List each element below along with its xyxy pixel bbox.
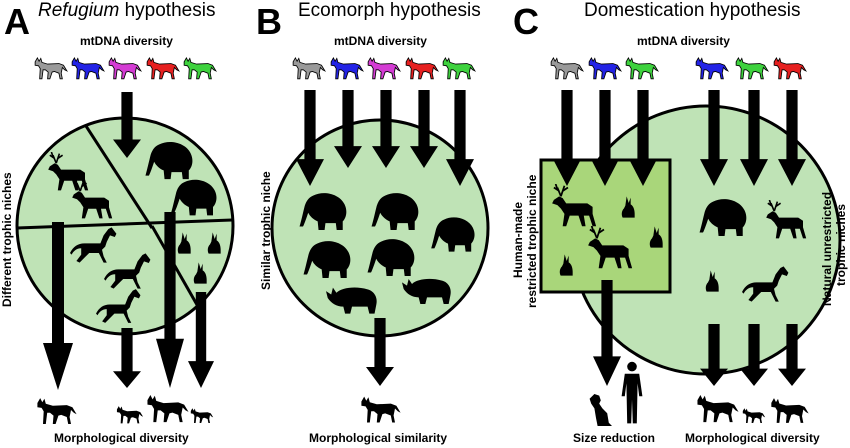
wolf-icon [550,57,584,80]
wolf-icon [771,398,809,423]
panel-b-letter: B [256,1,282,42]
panel-b-top-label: mtDNA diversity [334,34,427,48]
panel-c-wolf-row-right [695,57,807,80]
wolf-icon [146,57,180,80]
wolf-icon [34,57,68,80]
arrow-down-icon [113,328,141,388]
panel-c [539,57,842,426]
panel-c-side-label-left-line2: restricted trophic niche [525,174,539,308]
panel-a [15,57,235,424]
panel-c-side-label-left-line1: Human-made [511,201,525,278]
wolf-icon [742,408,766,423]
panel-a-title: Refugium hypothesis [38,1,215,20]
wolf-icon [442,57,476,80]
panel-b-wolf-row [292,57,476,80]
panel-a-letter: A [4,1,30,42]
wolf-icon [37,398,77,424]
panel-b-side-label: Similar trophic niche [259,171,273,290]
wolf-icon [183,57,217,80]
panel-b [270,57,490,423]
wolf-icon [695,57,729,80]
wolf-icon [588,57,622,80]
panel-a-top-label: mtDNA diversity [80,34,173,48]
wolf-icon [71,57,105,80]
panel-c-side-label-right-line1: Natural unrestricted [820,191,834,306]
panel-c-side-label-right-line2: trophic niches [834,203,848,286]
dog-icon [589,394,612,426]
wolf-icon [116,406,144,424]
panel-a-title-italic: Refugium [38,0,120,21]
panel-c-top-label: mtDNA diversity [637,34,730,48]
wolf-icon [367,57,401,80]
wolf-icon [330,57,364,80]
panel-c-wolf-row-left [550,57,659,80]
panel-c-bottom-label-left: Size reduction [573,431,656,445]
wolf-icon [625,57,659,80]
wolf-icon [773,57,807,80]
wolf-icon [190,408,214,423]
panel-a-side-label: Different trophic niches [0,172,14,307]
panel-c-letter: C [513,1,539,42]
human-icon [621,361,643,424]
panel-a-bottom-label: Morphological diversity [54,431,189,445]
panel-a-wolf-row [34,57,217,80]
wolf-icon [147,395,189,423]
wolf-icon [108,57,142,80]
wolf-icon [697,395,739,423]
panel-a-title-rest: hypothesis [119,0,216,21]
wolf-icon [405,57,439,80]
panel-b-bottom-label: Morphological similarity [309,431,448,445]
panel-c-bottom-label-right: Morphological diversity [685,431,820,445]
wolf-icon [361,396,401,423]
panel-c-title: Domestication hypothesis [584,0,801,21]
panel-b-title: Ecomorph hypothesis [298,0,481,21]
wolf-icon [292,57,326,80]
wolf-icon [735,57,769,80]
